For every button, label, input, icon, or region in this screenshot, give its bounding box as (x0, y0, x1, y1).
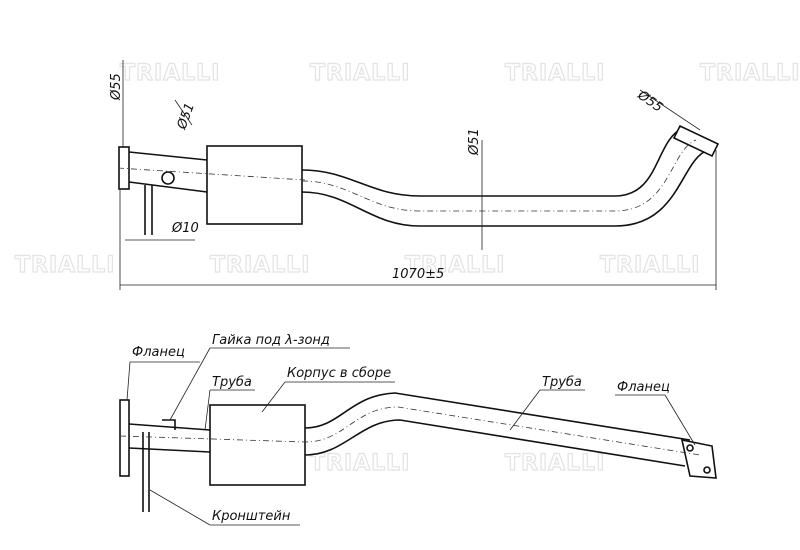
svg-text:TRIALLI: TRIALLI (700, 61, 800, 86)
bracket-top (144, 185, 153, 235)
label-flange-left: Фланец (132, 345, 185, 360)
front-pipe (128, 151, 208, 193)
dim-outlet-diameter: Ø55 (634, 87, 665, 115)
dim-front-pipe: Ø51 (174, 101, 198, 132)
rear-pipe-side-lower (304, 419, 686, 467)
lambda-port (161, 171, 175, 185)
label-pipe-left: Труба (212, 375, 252, 390)
label-muffler-body: Корпус в сборе (287, 366, 391, 381)
bracket (142, 432, 150, 512)
muffler-body-side (209, 404, 306, 486)
side-view: Фланец Гайка под λ-зонд Труба Корпус в с… (119, 333, 717, 526)
svg-text:TRIALLI: TRIALLI (600, 253, 700, 278)
dim-mid-pipe: Ø51 (467, 128, 482, 156)
svg-text:TRIALLI: TRIALLI (310, 451, 410, 476)
outlet-flange (672, 124, 720, 158)
flange-bolt-hole (703, 466, 711, 474)
dim-inlet-diameter: Ø55 (109, 73, 124, 101)
label-pipe-right: Труба (542, 375, 582, 390)
watermarks: TRIALLI TRIALLI TRIALLI TRIALLI TRIALLI … (14, 60, 800, 476)
rear-pipe-side-upper (304, 392, 691, 441)
label-flange-right: Фланец (617, 380, 670, 395)
centerline-top (117, 139, 697, 212)
rear-pipe-lower (301, 149, 709, 227)
svg-text:TRIALLI: TRIALLI (505, 61, 605, 86)
svg-text:TRIALLI: TRIALLI (505, 451, 605, 476)
right-flange (680, 438, 717, 479)
left-flange (119, 399, 130, 477)
svg-text:TRIALLI: TRIALLI (210, 253, 310, 278)
flange-bolt-hole (686, 444, 694, 452)
centerline-side (119, 406, 701, 456)
svg-text:TRIALLI: TRIALLI (15, 253, 115, 278)
dimension-lines (119, 60, 717, 290)
dim-overall-length: 1070±5 (392, 267, 444, 282)
leader-lines (126, 347, 696, 526)
svg-text:TRIALLI: TRIALLI (310, 61, 410, 86)
muffler-body (206, 145, 303, 225)
label-bracket: Кронштейн (212, 509, 291, 524)
lambda-nut (162, 419, 176, 430)
top-view: Ø55 Ø51 Ø10 Ø51 Ø55 1070±5 (109, 60, 720, 290)
svg-text:TRIALLI: TRIALLI (405, 253, 505, 278)
dim-sensor-hole: Ø10 (171, 221, 199, 236)
svg-text:TRIALLI: TRIALLI (120, 61, 220, 86)
label-lambda-nut: Гайка под λ-зонд (212, 333, 330, 348)
rear-pipe-upper (301, 127, 684, 197)
front-pipe-side (128, 423, 211, 453)
